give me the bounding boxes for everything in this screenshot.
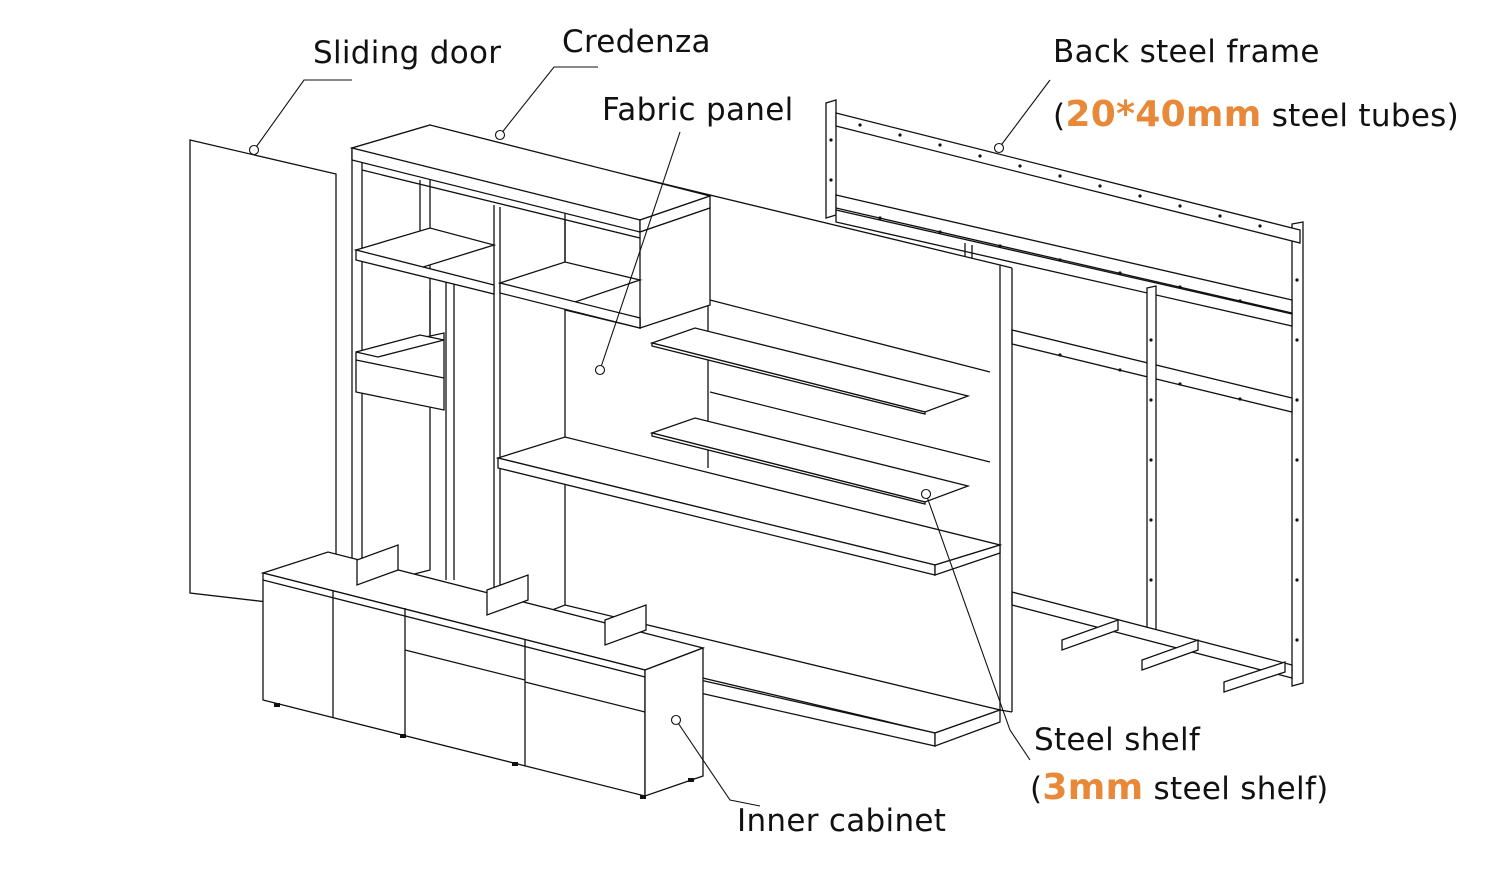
sliding-door (189, 139, 337, 611)
steel-shelf-spec: (3mm steel shelf) (1030, 770, 1329, 806)
steel-shelf-size: 3mm (1042, 767, 1144, 808)
steel-shelf-label: Steel shelf (1034, 722, 1201, 758)
open-paren: ( (1030, 771, 1043, 807)
open-paren: ( (1053, 98, 1066, 134)
back-steel-frame-label: Back steel frame (1053, 34, 1320, 70)
steel-tubes-suffix: steel tubes) (1261, 98, 1460, 134)
credenza-label: Credenza (562, 24, 711, 60)
steel-tubes-size: 20*40mm (1065, 94, 1262, 135)
back-steel-frame (825, 99, 1304, 693)
inner-cabinet-label: Inner cabinet (737, 803, 947, 839)
steel-tubes-spec: (20*40mm steel tubes) (1053, 97, 1459, 133)
fabric-panel-label: Fabric panel (602, 92, 794, 128)
steel-shelf-suffix: steel shelf) (1143, 771, 1329, 807)
leader-dots (248, 129, 1005, 726)
sliding-door-label: Sliding door (313, 35, 502, 71)
leader-lines (253, 66, 1051, 807)
steel-shelves (649, 327, 971, 505)
